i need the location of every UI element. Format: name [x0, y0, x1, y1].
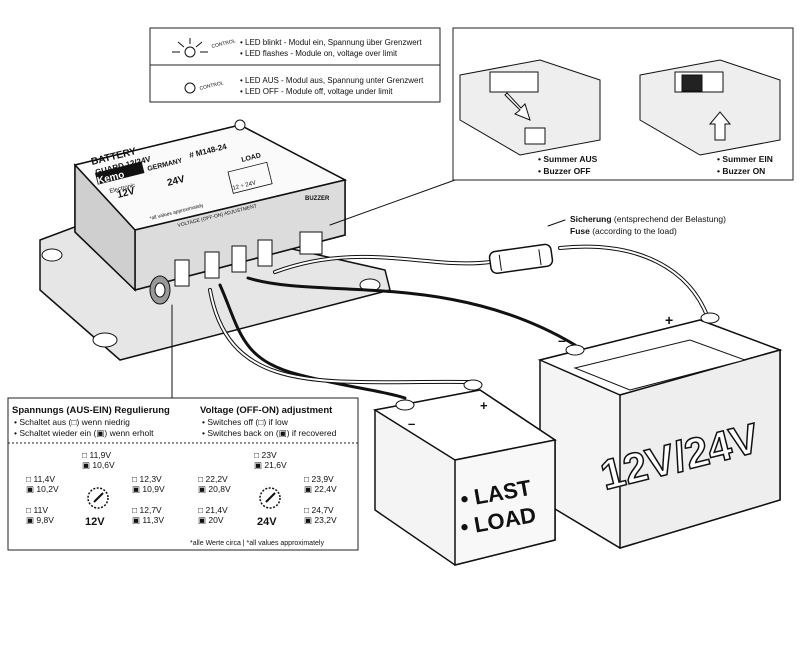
led-off-de: • LED AUS - Modul aus, Spannung unter Gr…: [240, 76, 424, 85]
dial-24v: 24V: [257, 487, 281, 528]
svg-text:▣ 21,6V: ▣ 21,6V: [254, 460, 287, 470]
svg-text:▣ 23,2V: ▣ 23,2V: [304, 515, 337, 525]
v24-3-off: 21,4V: [206, 505, 229, 515]
svg-text:Sicherung (entsprechend der Be: Sicherung (entsprechend der Belastung): [570, 214, 726, 224]
dial-24v-label: 24V: [257, 516, 277, 528]
v12-2-off: 12,3V: [140, 474, 163, 484]
led-off-en: • LED OFF - Module off, voltage under li…: [240, 87, 393, 96]
fuse-note-de: (entsprechend der Belastung): [612, 214, 727, 224]
buzzer-on-de: • Summer EIN: [717, 154, 773, 164]
adjust-line2-en: • Switches back on (: [202, 428, 279, 438]
main-battery-minus: –: [558, 332, 566, 348]
svg-text:□ 11,9V: □ 11,9V: [82, 450, 111, 460]
fuse-label: Sicherung (entsprechend der Belastung) F…: [570, 214, 726, 236]
fuse-label-en: Fuse: [570, 226, 590, 236]
adjust-title-en: Voltage (OFF-ON) adjustment: [200, 405, 333, 416]
svg-text:• Switches back on (▣) if reco: • Switches back on (▣) if recovered: [202, 428, 337, 438]
svg-text:• Schaltet wieder ein (▣) wenn: • Schaltet wieder ein (▣) wenn erholt: [14, 428, 154, 438]
svg-text:▣ 10,2V: ▣ 10,2V: [26, 484, 59, 494]
buzzer-label: BUZZER: [305, 196, 330, 202]
v24-3-on: 20V: [208, 515, 223, 525]
v12-1-off: 11,4V: [34, 474, 56, 484]
adjust-title-de: Spannungs (AUS-EIN) Regulierung: [12, 405, 170, 416]
svg-text:▣ 11,3V: ▣ 11,3V: [132, 515, 164, 525]
buzzer-on-en: • Buzzer ON: [717, 166, 765, 176]
svg-text:▣ 20,8V: ▣ 20,8V: [198, 484, 231, 494]
svg-text:□ 24,7V: □ 24,7V: [304, 505, 334, 515]
voltage-adjust-potentiometer: [149, 275, 171, 305]
svg-text:□ 11,4V: □ 11,4V: [26, 474, 55, 484]
svg-text:• Switches off (□) if low: • Switches off (□) if low: [202, 417, 289, 427]
led-on-de: • LED blinkt - Modul ein, Spannung über …: [240, 38, 422, 47]
svg-text:▣ 22,4V: ▣ 22,4V: [304, 484, 337, 494]
svg-text:▣ 20V: ▣ 20V: [198, 515, 224, 525]
fuse-label-de: Sicherung: [570, 214, 612, 224]
terminal-block: [174, 231, 323, 287]
v12-0-on: 10,6V: [92, 460, 115, 470]
led-off-icon: [184, 82, 196, 94]
svg-text:▣ 9,8V: ▣ 9,8V: [26, 515, 54, 525]
main-battery-plus: +: [665, 312, 673, 328]
led-legend-box: CONTROL CONTROL • LED blinkt - Modul ein…: [149, 27, 441, 103]
led-on-en: • LED flashes - Module on, voltage over …: [240, 49, 398, 58]
v12-0-off: 11,9V: [90, 450, 112, 460]
svg-text:□ 12,3V: □ 12,3V: [132, 474, 162, 484]
adjust-line1-en-b: ) if low: [263, 417, 288, 427]
label-12v: 12V: [116, 186, 136, 201]
v12-1-on: 10,2V: [36, 484, 59, 494]
control-led: [234, 119, 246, 131]
svg-text:• Schaltet aus (□) wenn niedri: • Schaltet aus (□) wenn niedrig: [14, 417, 130, 427]
load-label: LOAD: [241, 152, 262, 164]
adjust-footnote: *alle Werte circa | *all values approxim…: [190, 540, 324, 547]
wires: [171, 179, 710, 400]
v24-1-on: 20,8V: [208, 484, 231, 494]
v12-3-on: 9,8V: [36, 515, 54, 525]
load-range: 12 ÷ 24V: [232, 180, 257, 192]
v24-2-on: 22,4V: [314, 484, 337, 494]
svg-text:□ 22,2V: □ 22,2V: [198, 474, 228, 484]
v12-4-off: 12,7V: [140, 505, 163, 515]
v24-0-off: 23V: [262, 450, 277, 460]
fuse-holder: [488, 243, 554, 275]
svg-text:▣ 10,9V: ▣ 10,9V: [132, 484, 165, 494]
v24-0-on: 21,6V: [264, 460, 287, 470]
fuse-note-en: (according to the load): [590, 226, 677, 236]
led-control-label: CONTROL: [211, 38, 236, 50]
adjust-line1-en: • Switches off (: [202, 417, 258, 427]
load-battery-plus: +: [480, 398, 488, 413]
adjust-line2-de: • Schaltet wieder ein (: [14, 428, 97, 438]
adjust-line1-de: • Schaltet aus (: [14, 417, 71, 427]
led-flash-icon: [172, 38, 208, 58]
buzzer-off-de: • Summer AUS: [538, 154, 598, 164]
svg-text:▣ 10,6V: ▣ 10,6V: [82, 460, 115, 470]
adjust-line2-de-b: ) wenn erholt: [104, 428, 154, 438]
v12-3-off: 11V: [34, 505, 49, 515]
svg-text:□ 12,7V: □ 12,7V: [132, 505, 162, 515]
v24-4-on: 23,2V: [314, 515, 337, 525]
buzzer-off-en: • Buzzer OFF: [538, 166, 591, 176]
load-battery-minus: –: [408, 416, 415, 431]
svg-text:Fuse (according to the load): Fuse (according to the load): [570, 226, 677, 236]
svg-text:□ 11V: □ 11V: [26, 505, 48, 515]
led-control-label-2: CONTROL: [199, 80, 224, 92]
v12-2-on: 10,9V: [142, 484, 165, 494]
main-battery: – + 12V/24V: [537, 312, 783, 550]
adjust-line2-en-b: ) if recovered: [287, 428, 337, 438]
label-24v: 24V: [166, 174, 186, 189]
adjust-line1-de-b: ) wenn niedrig: [76, 417, 130, 427]
dial-12v-label: 12V: [85, 516, 105, 528]
svg-text:□ 21,4V: □ 21,4V: [198, 505, 228, 515]
svg-text:□ 23V: □ 23V: [254, 450, 277, 460]
dial-12v: 12V: [85, 487, 109, 528]
v24-2-off: 23,9V: [312, 474, 335, 484]
load-battery: – + • LAST • LOAD: [372, 379, 557, 566]
buzzer-inset-box: • Summer AUS • Buzzer OFF • Summer EIN •…: [452, 27, 794, 181]
v24-4-off: 24,7V: [312, 505, 335, 515]
adjustment-box: Spannungs (AUS-EIN) Regulierung Voltage …: [7, 397, 359, 551]
v12-4-on: 11,3V: [142, 515, 164, 525]
v24-1-off: 22,2V: [206, 474, 229, 484]
battery-guard-module: BATTERY GUARD 12/24V Kemo Electronic GER…: [39, 119, 391, 361]
svg-text:□ 23,9V: □ 23,9V: [304, 474, 334, 484]
